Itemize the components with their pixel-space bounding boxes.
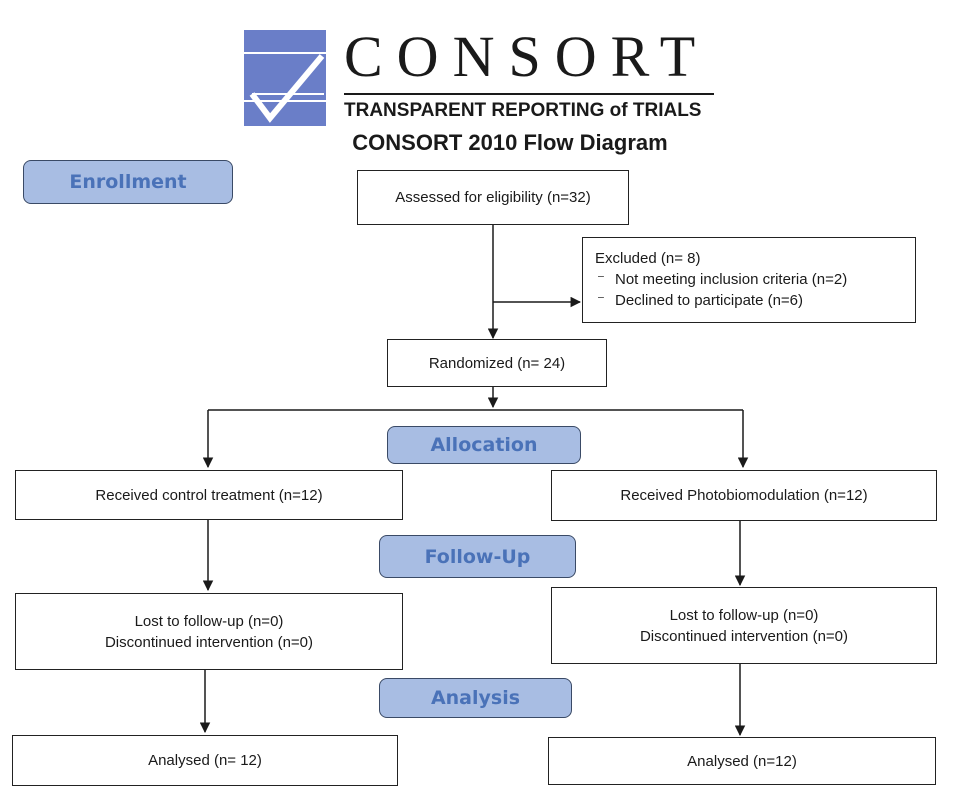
excluded-title: Excluded (n= 8) xyxy=(595,250,701,267)
box-control-followup: Lost to follow-up (n=0) Discontinued int… xyxy=(15,593,403,670)
stage-analysis: Analysis xyxy=(379,678,572,718)
logo-divider xyxy=(344,93,714,95)
control-lost-followup: Lost to follow-up (n=0) xyxy=(134,612,284,630)
box-pbm-analysis: Analysed (n=12) xyxy=(548,737,936,785)
excluded-item: ⁻Declined to participate (n=6) xyxy=(597,292,804,309)
box-pbm-followup: Lost to follow-up (n=0) Discontinued int… xyxy=(551,587,937,664)
pbm-lost-followup: Lost to follow-up (n=0) xyxy=(669,606,819,624)
stage-followup: Follow-Up xyxy=(379,535,576,578)
consort-wordmark: CONSORT xyxy=(344,24,710,89)
box-randomized: Randomized (n= 24) xyxy=(387,339,607,387)
pbm-discontinued: Discontinued intervention (n=0) xyxy=(639,627,849,645)
diagram-title: CONSORT 2010 Flow Diagram xyxy=(352,130,668,155)
box-control-analysis: Analysed (n= 12) xyxy=(12,735,398,786)
box-assessed: Assessed for eligibility (n=32) xyxy=(357,170,629,225)
box-excluded: Excluded (n= 8) ⁻Not meeting inclusion c… xyxy=(582,237,916,323)
excluded-item: ⁻Not meeting inclusion criteria (n=2) xyxy=(597,271,848,288)
box-pbm-allocation: Received Photobiomodulation (n=12) xyxy=(551,470,937,521)
box-control-allocation: Received control treatment (n=12) xyxy=(15,470,403,520)
consort-logo: CONSORT TRANSPARENT REPORTING of TRIALS xyxy=(244,24,719,128)
consort-tagline: TRANSPARENT REPORTING of TRIALS xyxy=(344,100,702,121)
control-discontinued: Discontinued intervention (n=0) xyxy=(104,633,314,651)
consort-logo-mark xyxy=(244,30,326,126)
stage-allocation: Allocation xyxy=(387,426,581,464)
stage-enrollment: Enrollment xyxy=(23,160,233,204)
